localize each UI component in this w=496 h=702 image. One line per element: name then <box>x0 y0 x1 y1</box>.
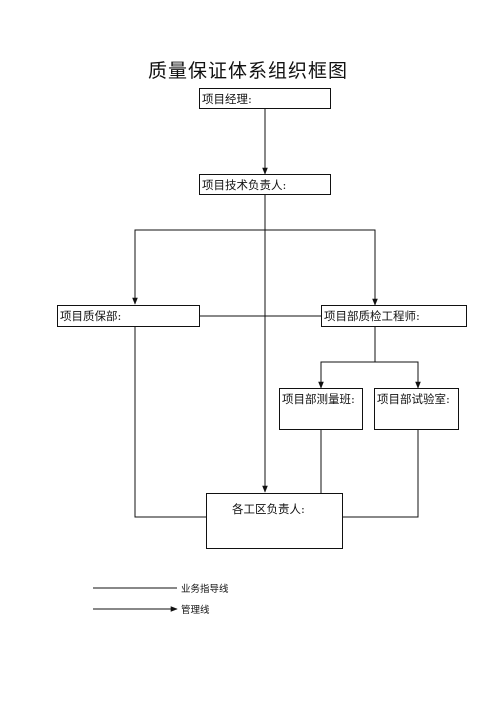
node-survey-team: 项目部测量班: <box>279 388 363 430</box>
node-tech-lead: 项目技术负责人: <box>199 174 331 195</box>
page-title: 质量保证体系组织框图 <box>147 60 348 82</box>
node-survey-team-label: 项目部测量班: <box>282 392 355 406</box>
arrow-branch-right <box>265 229 378 306</box>
node-lab: 项目部试验室: <box>374 388 459 430</box>
node-tech-lead-label: 项目技术负责人: <box>202 178 287 192</box>
legend-management-label: 管理线 <box>181 605 210 616</box>
arrow-branch-left <box>132 229 265 305</box>
line-dept-to-site <box>134 327 207 518</box>
legend-business-label: 业务指导线 <box>181 584 229 595</box>
node-quality-engineer: 项目部质检工程师: <box>321 305 467 327</box>
arrow-to-survey <box>318 361 375 389</box>
node-quality-dept-label: 项目质保部: <box>60 309 122 323</box>
node-quality-dept: 项目质保部: <box>57 305 200 327</box>
arrow-to-lab <box>375 361 421 389</box>
node-site-lead: 各工区负责人: <box>206 493 343 549</box>
node-manager: 项目经理: <box>199 88 331 109</box>
node-lab-label: 项目部试验室: <box>377 392 450 406</box>
node-site-lead-label: 各工区负责人: <box>232 502 305 516</box>
node-quality-engineer-label: 项目部质检工程师: <box>324 309 420 323</box>
line-lab-to-site <box>342 430 419 518</box>
node-manager-label: 项目经理: <box>202 92 252 106</box>
